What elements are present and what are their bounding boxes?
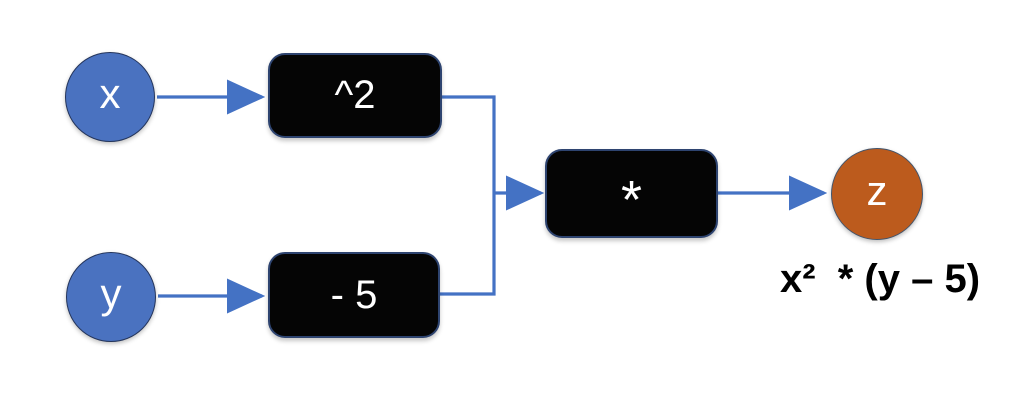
operator-node-square: ^2 bbox=[268, 53, 442, 138]
output-node-z: z bbox=[831, 148, 923, 240]
operator-node-multiply: * bbox=[545, 149, 718, 238]
edge-square-to-junction bbox=[442, 95, 496, 193]
operator-node-subtract-label: - 5 bbox=[330, 272, 378, 317]
input-node-y: y bbox=[66, 252, 156, 342]
operator-node-square-label: ^2 bbox=[334, 73, 376, 117]
input-node-y-label: y bbox=[100, 270, 122, 317]
operator-node-subtract: - 5 bbox=[268, 252, 440, 338]
input-node-x: x bbox=[65, 52, 155, 142]
output-node-z-label: z bbox=[866, 167, 888, 214]
edge-subtract-to-junction bbox=[440, 193, 496, 296]
input-node-x-label: x bbox=[99, 70, 121, 117]
operator-node-multiply-label: * bbox=[620, 169, 642, 230]
formula-label: x² * (y – 5) bbox=[779, 257, 981, 301]
